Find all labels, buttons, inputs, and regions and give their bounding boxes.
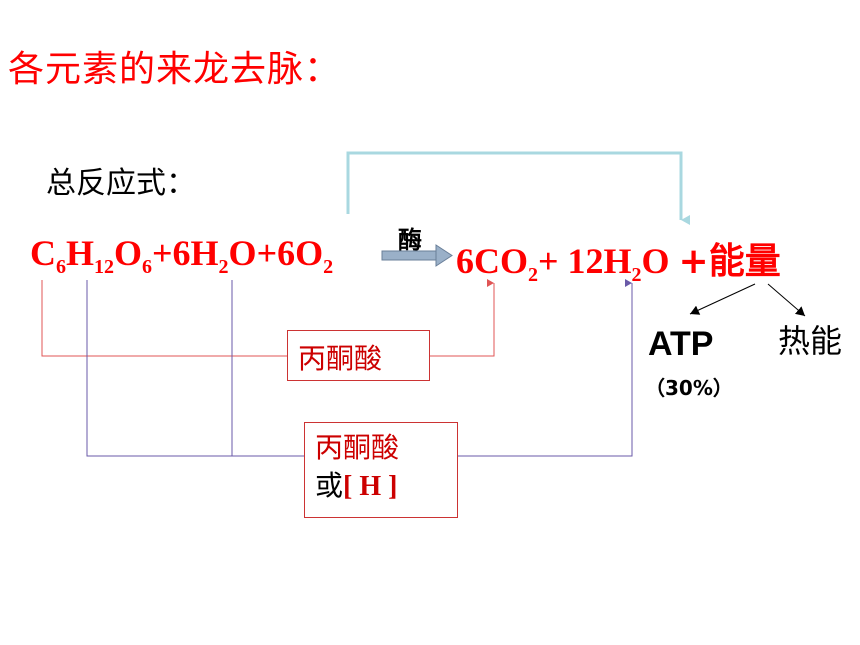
hydrogen-symbol: H: [66, 233, 95, 273]
hydrogen-count: 12: [94, 256, 115, 278]
co2-product: 6CO: [456, 241, 528, 281]
atp-percentage: （30%）: [645, 376, 733, 400]
water-product-o: O: [641, 241, 670, 281]
pyruvate-label-2: 丙酮酸: [315, 431, 400, 464]
water-reactant-o: O: [228, 233, 257, 273]
oxygen-to-water-connector: [346, 151, 690, 225]
atp-label: ATP: [648, 325, 714, 363]
or-label: 或: [315, 469, 344, 502]
carbon-count: 6: [56, 256, 66, 278]
pyruvate-label: 丙酮酸: [298, 342, 383, 375]
energy-to-atp-arrow: [689, 283, 756, 315]
carbon-symbol: C: [30, 233, 56, 273]
oxygen-count: 6: [142, 256, 153, 278]
page-title: 各元素的来龙去脉：: [8, 49, 342, 90]
reaction-arrow: [381, 244, 453, 267]
or-hydrogen-line: 或[ H ]: [315, 467, 457, 506]
pyruvate-box: 丙酮酸: [287, 330, 430, 381]
energy-product: +能量: [678, 241, 781, 282]
carbon-path-connector: [41, 280, 287, 357]
enzyme-label: 酶: [398, 226, 422, 254]
oxygen-symbol: O: [114, 233, 143, 273]
oxygen-reactant: +6O: [256, 233, 324, 273]
energy-to-heat-arrow: [767, 283, 806, 317]
co2-product-sub: 2: [528, 264, 538, 286]
equation-heading: 总反应式：: [46, 166, 196, 201]
hydrogen-label: [ H ]: [343, 471, 398, 502]
pyruvate-or-hydrogen-box: 丙酮酸 或[ H ]: [304, 422, 458, 518]
pyruvate-to-co2-connector: [430, 279, 495, 357]
water-reactant-sub: 2: [218, 256, 229, 278]
equation-products: 6CO2+ 12H2O +能量: [456, 232, 781, 286]
hydrogen-to-water-connector: [458, 279, 633, 457]
water-product: + 12H: [538, 241, 632, 281]
equation-reactants: C6H12O6+6H2O+6O2: [30, 232, 333, 277]
water-reactant: +6H: [152, 233, 219, 273]
water-product-sub: 2: [631, 264, 642, 286]
hydrogen-path-connector: [86, 280, 304, 457]
heat-label: 热能: [778, 322, 843, 360]
oxygen-reactant-sub: 2: [323, 256, 334, 278]
